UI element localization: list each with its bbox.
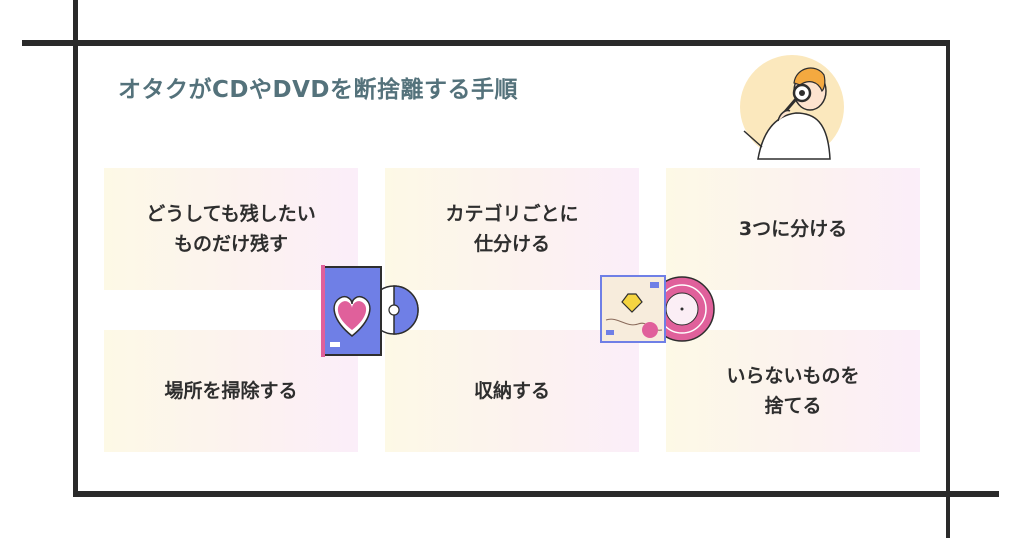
frame-line-right xyxy=(946,40,950,538)
person-with-magnifier-icon xyxy=(740,55,844,160)
step-label: カテゴリごとに 仕分ける xyxy=(445,202,579,255)
step-label: 収納する xyxy=(473,379,550,402)
step-label: いらないものを 捨てる xyxy=(726,364,860,417)
vinyl-record-case-icon xyxy=(600,275,715,343)
step-label: 場所を掃除する xyxy=(164,379,298,402)
frame-line-left xyxy=(73,0,78,496)
step-card: どうしても残したい ものだけ残す xyxy=(104,168,358,290)
step-card: いらないものを 捨てる xyxy=(666,330,920,452)
step-label: どうしても残したい ものだけ残す xyxy=(146,202,316,255)
step-card: 収納する xyxy=(385,330,639,452)
cd-heart-case-icon xyxy=(321,265,419,357)
step-card: 3つに分ける xyxy=(666,168,920,290)
step-label: 3つに分ける xyxy=(738,217,848,240)
step-card: 場所を掃除する xyxy=(104,330,358,452)
frame-line-top xyxy=(22,40,950,46)
step-card: カテゴリごとに 仕分ける xyxy=(385,168,639,290)
page-title: オタクがCDやDVDを断捨離する手順 xyxy=(118,77,518,103)
frame-line-bottom xyxy=(73,491,999,497)
